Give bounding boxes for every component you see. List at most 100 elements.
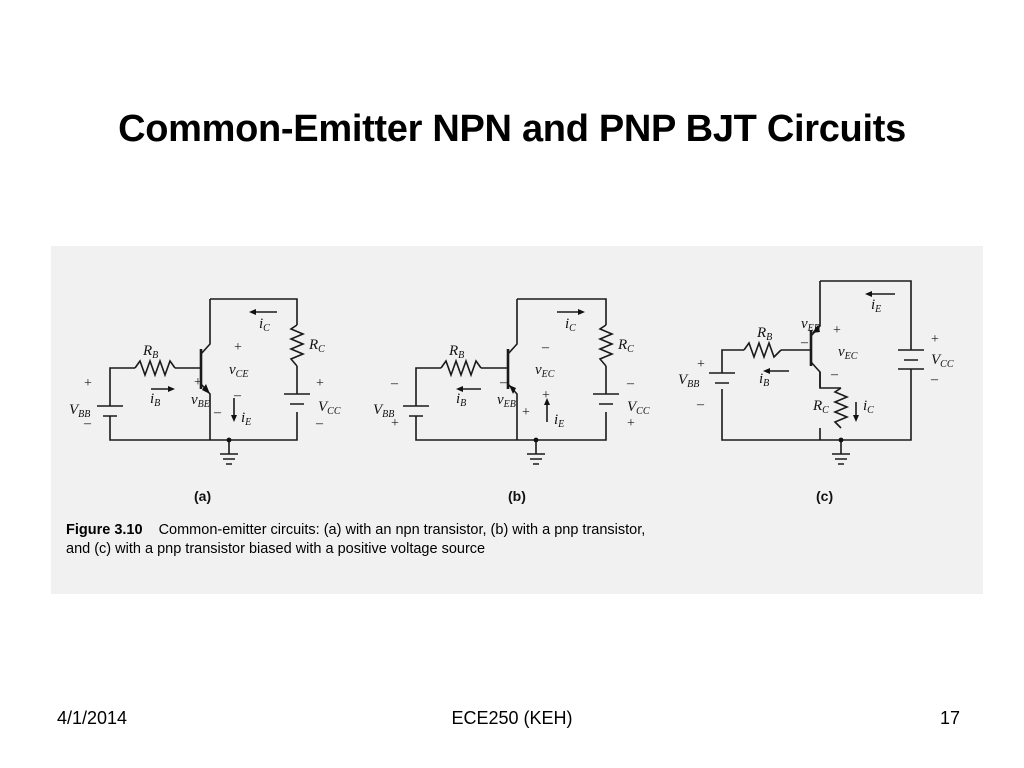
label-vbb-b: VBB [373,402,394,420]
wire-b [415,298,607,441]
sign-vce-top-a: + [234,340,242,355]
sign-vcc-bottom-a: – [315,416,324,431]
label-rc-b: RC [617,337,634,355]
wire-a [109,298,298,441]
sign-veb-top-c: + [833,323,841,338]
sign-vcc-bottom-c: – [930,372,939,387]
slide-title: Common-Emitter NPN and PNP BJT Circuits [118,108,906,150]
emitter-arrow-c [812,325,820,333]
junction-b [533,437,539,443]
junction-a [226,437,232,443]
figure-caption: Figure 3.10 Common-emitter circuits: (a) … [66,521,966,559]
arrow-ie-head-b [544,398,550,405]
label-vec-c: vEC [838,344,858,362]
figure-label: Figure 3.10 [66,522,143,538]
arrow-ib-head-c [763,368,770,374]
label-vbb-c: VBB [678,372,699,390]
sign-veb-top-b: – [499,375,508,390]
sign-veb-bottom-c: – [800,335,809,350]
sign-vbb-bottom-b: + [391,416,399,431]
emitter-arrow-b [509,385,516,394]
label-vcc-a: VCC [318,399,341,417]
battery-vcc-a [284,393,310,405]
label-ic-b: iC [565,316,576,334]
label-vbb-a: VBB [69,402,90,420]
battery-vcc-c [898,349,924,370]
resistor-rb-b [440,358,482,378]
arrow-ib-head-a [168,386,175,392]
circuit-diagram: RB RC VBB VCC iB iC iE vBE vCE + – + – +… [69,280,954,504]
arrow-ic-head-c [853,415,859,422]
label-circuit-b: (b) [508,488,526,504]
label-rb-c: RB [756,325,772,343]
sign-vbb-bottom-c: – [696,397,705,412]
transistor-pnp-c [819,372,841,389]
label-vcc-c: VCC [931,352,954,370]
label-ie-a: iE [241,410,251,428]
label-rc-a: RC [308,337,325,355]
sign-vbb-top-c: + [697,357,705,372]
label-vbe-a: vBE [191,392,210,410]
figure-panel: RB RC VBB VCC iB iC iE vBE vCE + – + – +… [51,246,983,594]
arrow-ic-head-a [249,309,256,315]
sign-veb-bottom-b: + [522,405,530,420]
label-ic-c: iC [863,398,874,416]
footer-page-number: 17 [939,708,960,728]
ground-c [832,453,850,465]
label-ib-a: iB [150,391,160,409]
footer-date: 4/1/2014 [57,708,128,728]
circuit-a: RB RC VBB VCC iB iC iE vBE vCE + – + – +… [69,298,341,504]
battery-vbb-c [709,372,735,384]
label-rb-b: RB [448,343,464,361]
transistor-npn-a [200,299,211,440]
label-ic-a: iC [259,316,270,334]
battery-vbb-a [97,405,123,417]
resistor-rb-c [743,340,782,360]
arrow-ib-head-b [456,386,463,392]
ground-a [220,440,238,465]
sign-vce-bottom-a: – [233,388,242,403]
label-circuit-a: (a) [194,488,211,504]
wire-c [721,280,912,454]
transistor-pnp-b [507,299,518,440]
sign-vbe-bottom-a: – [213,405,222,420]
sign-vcc-bottom-b: + [627,416,635,431]
label-circuit-c: (c) [816,488,833,504]
sign-vbe-top-a: + [194,375,202,390]
resistor-rc-a [288,324,306,367]
emitter-arrow-a [202,384,210,394]
circuit-c: RB RC VBB VCC iB iE iC vEB vEC + – + – –… [678,280,954,504]
sign-vec-bottom-c: – [830,367,839,382]
battery-vbb-b [403,405,429,417]
circuit-b: RB RC VBB VCC iB iC iE vEB vEC – + – + –… [373,298,650,504]
sign-vec-top-b: – [541,340,550,355]
caption-line-1: Common-emitter circuits: (a) with an npn… [158,522,646,538]
label-ib-b: iB [456,391,466,409]
arrow-ie-head-c [865,291,872,297]
label-ie-b: iE [554,412,564,430]
sign-vcc-top-a: + [316,376,324,391]
label-veb-c: vEB [801,316,820,334]
battery-vcc-b [593,393,619,405]
ground-b [527,440,545,465]
footer-course: ECE250 (KEH) [451,708,573,728]
junction-c [838,437,844,443]
arrow-ic-head-b [578,309,585,315]
arrow-ie-head-a [231,415,237,422]
sign-vcc-top-c: + [931,332,939,347]
label-vec-b: vEC [535,362,555,380]
resistor-rc-b [597,324,615,367]
label-rb-a: RB [142,343,158,361]
sign-vbb-bottom-a: – [83,416,92,431]
sign-vbb-top-a: + [84,376,92,391]
sign-vcc-top-b: – [626,376,635,391]
label-veb-b: vEB [497,392,516,410]
sign-vbb-top-b: – [390,376,399,391]
label-vce-a: vCE [229,362,248,380]
label-vcc-b: VCC [627,399,650,417]
label-rc-c: RC [812,398,829,416]
sign-vec-bottom-b: + [542,388,550,403]
resistor-rb-a [134,358,176,378]
label-ib-c: iB [759,371,769,389]
label-ie-c: iE [871,297,881,315]
